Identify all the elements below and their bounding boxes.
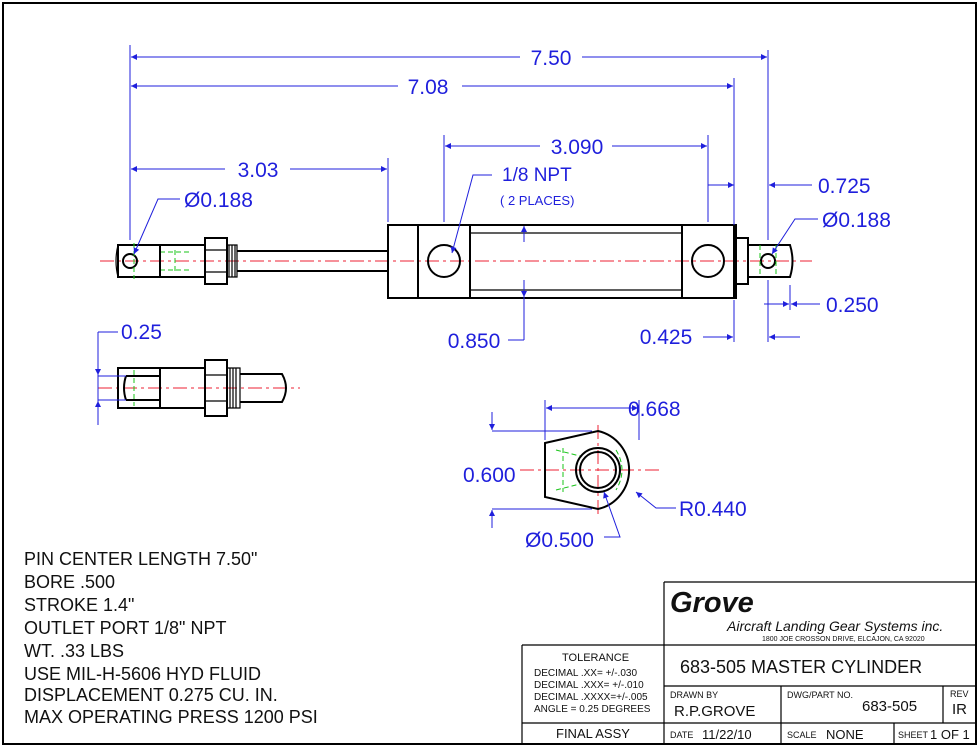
rev-label: REV [950,689,969,699]
dim-clevis-slot: 0.25 [121,321,162,344]
note-line: MAX OPERATING PRESS 1200 PSI [24,707,318,727]
note-line: STROKE 1.4" [24,595,134,615]
drawing-title: 683-505 MASTER CYLINDER [680,657,922,677]
dim-end-offset: 0.425 [640,326,693,349]
tolerance-line: DECIMAL .XXX= +/-.010 [534,680,644,691]
scale-label: SCALE [787,730,817,740]
dim-overall-length: 7.50 [531,47,572,70]
note-line: BORE .500 [24,572,115,592]
note-line: USE MIL-H-5606 HYD FLUID [24,664,261,684]
dim-end-pin-dia: Ø0.188 [822,209,891,232]
dim-eye-radius: R0.440 [679,498,747,521]
callout-port-places: ( 2 PLACES) [500,193,574,208]
general-notes: PIN CENTER LENGTH 7.50" BORE .500 STROKE… [24,549,318,727]
dim-end-extension: 0.725 [818,175,871,198]
callout-port-npt: 1/8 NPT [502,165,572,186]
cylinder-main-view [100,224,812,299]
note-line: DISPLACEMENT 0.275 CU. IN. [24,685,278,705]
title-block [521,581,976,744]
company-logo: Grove [670,587,754,619]
main-dimensions [129,45,820,342]
tolerance-line: DECIMAL .XX= +/-.030 [534,668,637,679]
note-line: OUTLET PORT 1/8" NPT [24,618,226,638]
dim-eye-height: 0.600 [463,464,516,487]
tolerance-line: DECIMAL .XXXX=+/-.005 [534,692,648,703]
dim-end-slot: 0.250 [826,294,879,317]
date-label: DATE [670,730,693,740]
tolerance-line: ANGLE = 0.25 DEGREES [534,704,651,715]
part-no-value: 683-505 [862,698,917,715]
company-name: Aircraft Landing Gear Systems inc. [726,618,943,634]
sheet-value: 1 OF 1 [930,727,970,742]
clevis-detail-view [95,331,300,425]
dim-rod-pin-dia: Ø0.188 [184,189,253,212]
dim-pin-center-length: 7.08 [408,76,449,99]
scale-value: NONE [826,727,864,742]
assembly-label: FINAL ASSY [556,726,630,741]
drawn-by-value: R.P.GROVE [674,703,755,720]
dim-port-spacing: 3.090 [551,136,604,159]
part-no-label: DWG/PART NO. [787,690,853,700]
dim-eye-length: 0.668 [628,398,681,421]
tolerance-heading: TOLERANCE [562,652,629,664]
sheet-label: SHEET [898,730,929,740]
dim-body-dia: 0.850 [448,330,501,353]
note-line: PIN CENTER LENGTH 7.50" [24,549,257,569]
eye-detail-view [489,400,676,538]
rev-value: IR [952,701,967,718]
drawn-by-label: DRAWN BY [670,690,718,700]
dim-eye-hole: Ø0.500 [525,529,594,552]
note-line: WT. .33 LBS [24,641,124,661]
date-value: 11/22/10 [702,727,752,742]
dim-rod-end-length: 3.03 [238,159,279,182]
company-address: 1800 JOE CROSSON DRIVE, ELCAJON, CA 9202… [762,636,925,643]
